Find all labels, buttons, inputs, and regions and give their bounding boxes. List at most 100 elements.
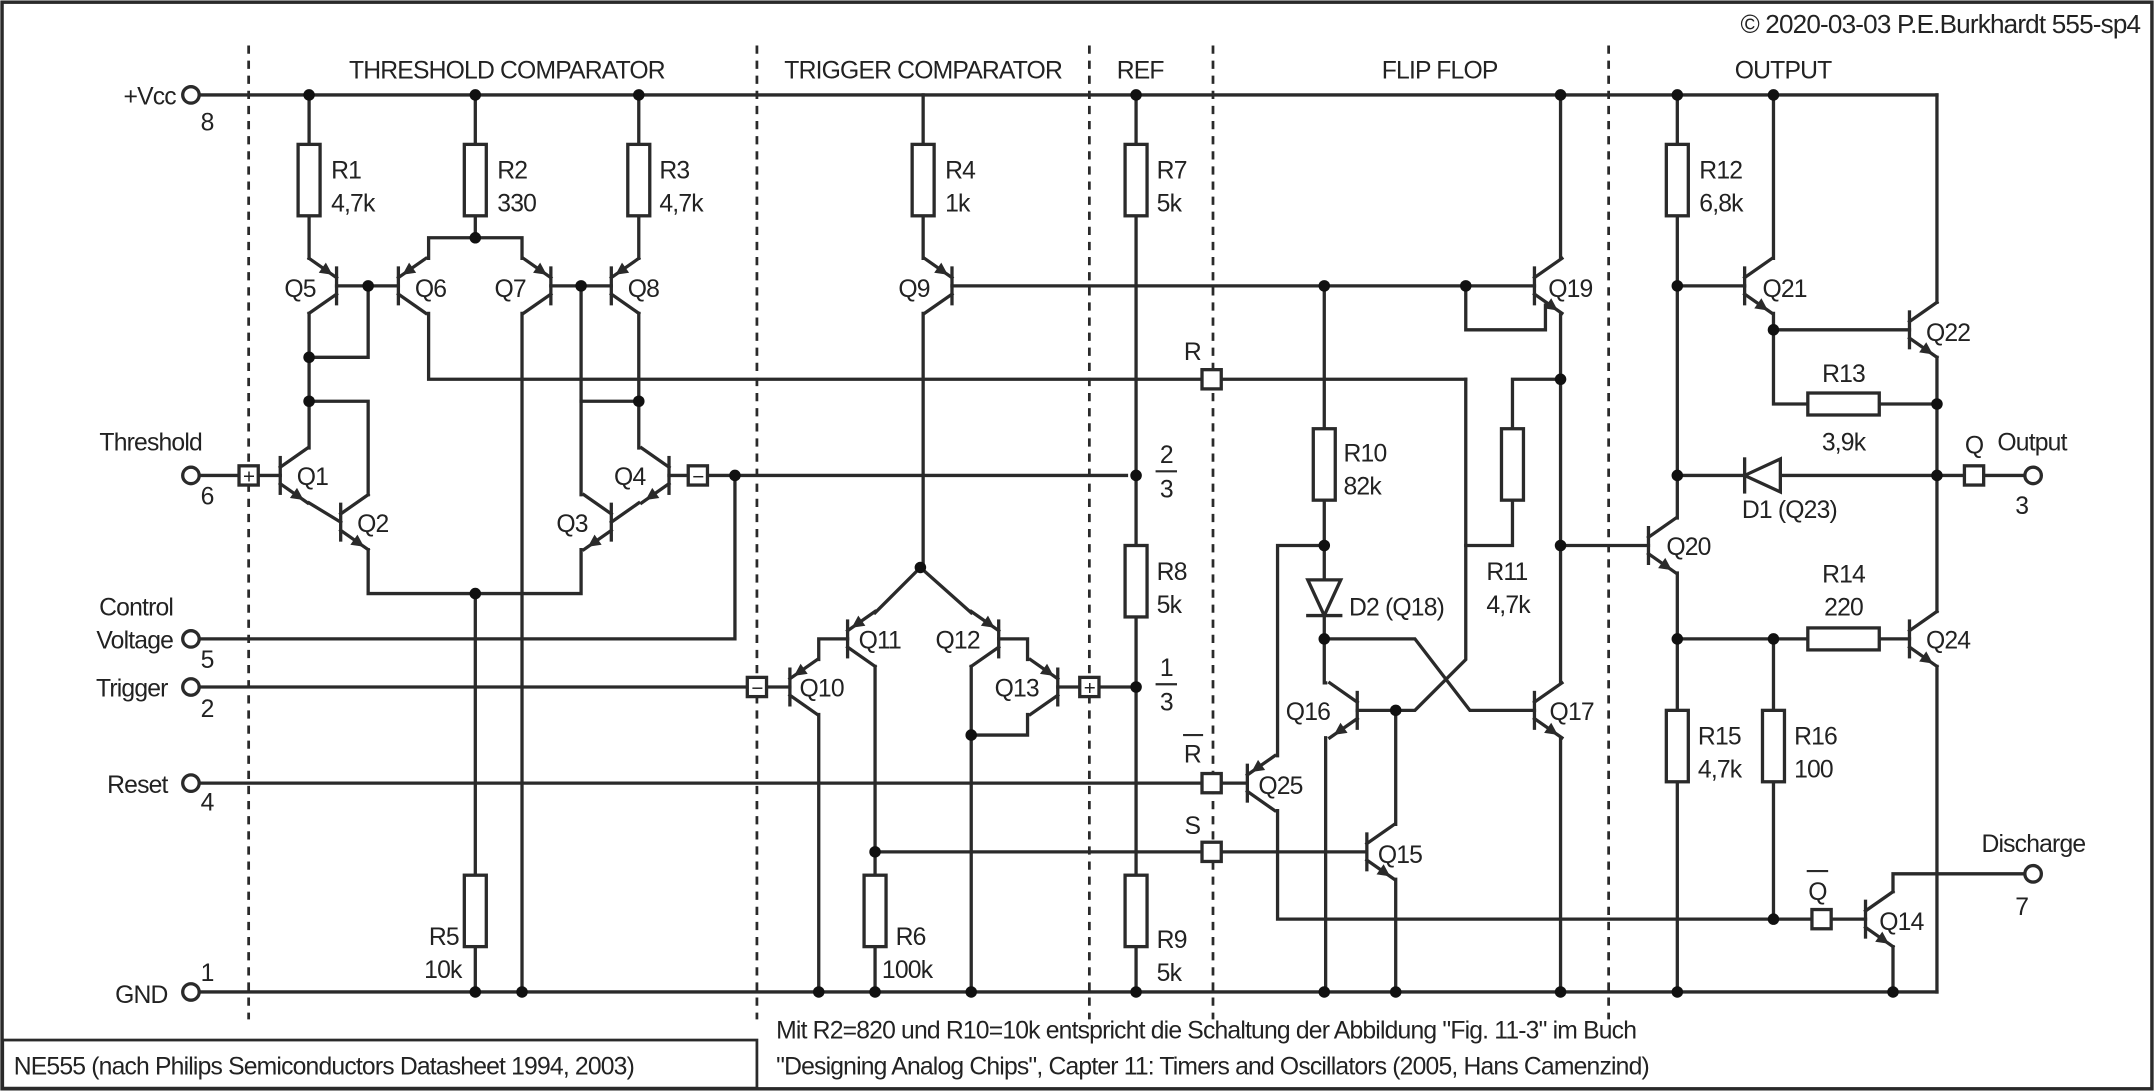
r1-value: 4,7k xyxy=(331,191,376,218)
r8-name: R8 xyxy=(1157,559,1187,586)
pin-control-label-2: Voltage xyxy=(96,628,173,655)
r5-resistor xyxy=(462,873,488,949)
r16-value: 100 xyxy=(1794,757,1833,784)
r1-resistor xyxy=(296,142,322,218)
diode-body xyxy=(1740,456,1782,495)
r4-value: 1k xyxy=(945,191,971,218)
r8-value: 5k xyxy=(1157,592,1183,619)
r10-name: R10 xyxy=(1344,441,1387,468)
wire xyxy=(997,637,1030,662)
junction-dot xyxy=(1130,986,1142,998)
q10-label: Q10 xyxy=(800,676,844,703)
pin-output-number: 3 xyxy=(2015,493,2028,520)
q21-transistor xyxy=(1742,256,1775,316)
s-node-box xyxy=(1200,840,1223,864)
q22-label: Q22 xyxy=(1926,320,1970,347)
emitter-arrow xyxy=(934,262,948,275)
q22-transistor xyxy=(1907,300,1940,360)
emitter-arrow xyxy=(1919,651,1933,664)
one-third-num: 1 xyxy=(1160,655,1173,682)
r4-name: R4 xyxy=(945,158,976,185)
q12-label: Q12 xyxy=(936,628,980,655)
r3-value: 4,7k xyxy=(659,191,704,218)
wire xyxy=(609,500,642,525)
node-q-label: Q xyxy=(1965,432,1984,459)
junction-dot xyxy=(1671,986,1684,998)
upper-lead xyxy=(581,492,614,517)
pin-trigger-label: Trigger xyxy=(96,676,168,703)
r7-name: R7 xyxy=(1157,158,1187,185)
q20-label: Q20 xyxy=(1666,534,1710,561)
lower-lead xyxy=(306,291,339,316)
pin-terminal xyxy=(181,465,201,486)
junction-dot xyxy=(1554,373,1567,386)
pin-terminal xyxy=(2023,863,2044,884)
q2-label: Q2 xyxy=(357,511,388,538)
junction-dot xyxy=(965,986,977,998)
q11-label: Q11 xyxy=(859,628,901,655)
wire xyxy=(1464,498,1515,548)
q3-transistor xyxy=(581,492,614,552)
junction-dot xyxy=(914,561,927,574)
emitter-arrow xyxy=(851,615,866,628)
q4-label: Q4 xyxy=(614,464,646,491)
lower-lead xyxy=(521,291,554,316)
lower-lead xyxy=(1027,692,1061,717)
wire xyxy=(969,712,1030,737)
r14-value: 220 xyxy=(1824,595,1863,622)
r-node-box xyxy=(1200,368,1223,391)
junction-dot xyxy=(869,986,881,998)
pin-threshold-label: Threshold xyxy=(99,430,202,457)
q1-label: Q1 xyxy=(297,464,328,491)
emitter-arrow xyxy=(402,262,417,275)
junction-dot xyxy=(729,469,741,482)
section-output: OUTPUT xyxy=(1735,57,1832,84)
r2-resistor xyxy=(462,142,488,218)
one-third-den: 3 xyxy=(1160,689,1173,716)
node-qbar-label: Q xyxy=(1808,879,1827,906)
wire xyxy=(1275,808,1814,921)
junction-dot xyxy=(1389,986,1402,998)
junction-dot xyxy=(516,986,528,998)
junction-dot xyxy=(1887,986,1899,998)
r12-name: R12 xyxy=(1699,158,1742,185)
q3-label: Q3 xyxy=(556,511,587,538)
q1-transistor xyxy=(277,445,311,506)
junction-dot xyxy=(1130,681,1142,693)
emitter-arrow xyxy=(289,487,304,501)
pin-vcc-number: 8 xyxy=(201,110,214,137)
emitter-arrow xyxy=(794,663,808,676)
q10-transistor xyxy=(787,657,820,717)
junction-dot xyxy=(1318,539,1331,552)
junction-dot xyxy=(362,280,374,292)
pin-control-number: 5 xyxy=(201,647,214,674)
r13-resistor xyxy=(1806,391,1881,417)
junction-dot xyxy=(1389,704,1402,717)
diode-body xyxy=(1305,578,1344,620)
rbar-node-box xyxy=(1200,771,1223,795)
r13-value: 3,9k xyxy=(1822,430,1867,457)
wire xyxy=(1771,328,1810,406)
r16-name: R16 xyxy=(1794,724,1837,751)
wire xyxy=(426,311,1204,381)
q13-plus-box xyxy=(1078,675,1101,699)
q2-transistor xyxy=(338,492,371,552)
pin-terminal xyxy=(2023,465,2044,486)
wire xyxy=(1275,543,1326,758)
junction-dot xyxy=(1671,280,1684,292)
q5-transistor xyxy=(306,256,339,316)
threshold-plus-sign: + xyxy=(243,466,255,489)
r1-name: R1 xyxy=(331,158,361,185)
components xyxy=(181,85,2044,1002)
node-s-label: S xyxy=(1185,813,1201,840)
pin-terminal xyxy=(181,773,201,794)
q13-plus-sign: + xyxy=(1084,677,1096,700)
q25-label: Q25 xyxy=(1258,773,1302,800)
r15-resistor xyxy=(1664,708,1690,784)
q24-transistor xyxy=(1907,609,1940,669)
emitter-arrow xyxy=(350,534,365,547)
lower-lead xyxy=(396,291,429,316)
q12-transistor xyxy=(968,609,1001,669)
section-flip-flop: FLIP FLOP xyxy=(1382,57,1498,84)
q21-label: Q21 xyxy=(1762,276,1806,303)
